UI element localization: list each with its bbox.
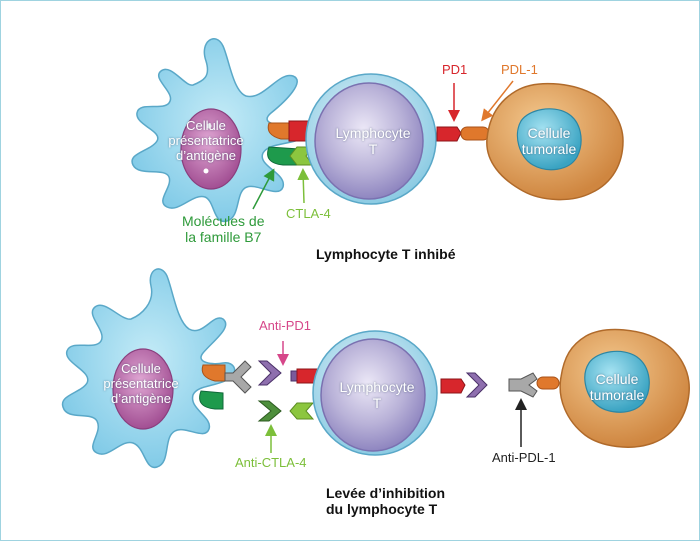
bottom-title-line1: Levée d’inhibition <box>326 485 446 501</box>
bottom-title-line2: du lymphocyte T <box>326 501 438 518</box>
bottom-arrows <box>265 341 527 453</box>
top-apc-label-line3: d’antigène <box>176 147 236 163</box>
top-lymphocyte-label: Lymphocyte T <box>336 125 411 157</box>
top-title: Lymphocyte T inhibé <box>316 246 456 262</box>
bottom-antigen-presenting-cell <box>61 268 236 469</box>
anti-pdl1-label: Anti-PDL-1 <box>492 450 556 465</box>
antibody-near-apc <box>224 360 252 394</box>
bottom-apc-label-line3: d’antigène <box>111 390 171 406</box>
top-apc-label-line2: présentatrice <box>168 132 244 148</box>
bottom-b7-receptors <box>199 364 226 410</box>
anti-pd1-label: Anti-PD1 <box>259 318 312 333</box>
b7-label-line2: la famille B7 <box>185 229 262 246</box>
pdl1-label: PDL-1 <box>501 62 538 77</box>
bottom-pd1-antibodies <box>440 372 560 398</box>
bottom-tumor-label: Cellule tumorale <box>590 371 644 403</box>
top-lymphocyte <box>288 73 437 205</box>
bottom-lymphocyte-label-line1: Lymphocyte <box>339 379 415 395</box>
bottom-apc-label-line1: Cellule <box>121 361 161 376</box>
b7-label: Molécules de la famille B7 <box>182 213 265 245</box>
top-pd1-pdl1 <box>436 126 490 142</box>
top-lymphocyte-label-line1: Lymphocyte <box>335 125 411 141</box>
bottom-lymphocyte-label: Lymphocyte T <box>340 379 415 411</box>
top-lymphocyte-label-line2: T <box>368 141 378 158</box>
top-tumor-label-line2: tumorale <box>521 141 577 158</box>
bottom-title: Levée d’inhibition du lymphocyte T <box>326 485 445 517</box>
anti-ctla4-label: Anti-CTLA-4 <box>235 455 307 470</box>
bottom-tumor-label-line1: Cellule <box>595 371 639 387</box>
pd1-label: PD1 <box>442 62 468 77</box>
bottom-lymphocyte <box>257 330 438 456</box>
top-apc-label: Cellule présentatrice d’antigène <box>168 118 244 164</box>
b7-label-line1: Molécules de <box>182 213 265 229</box>
top-tumor-label: Cellule tumorale <box>522 125 576 157</box>
bottom-apc-label: Cellule présentatrice d’antigène <box>103 361 179 407</box>
bottom-tumor-label-line2: tumorale <box>589 387 645 404</box>
top-arrows <box>252 80 514 210</box>
top-tumor-cell <box>486 82 624 201</box>
bottom-lymphocyte-label-line2: T <box>372 395 382 412</box>
ctla4-label: CTLA-4 <box>286 206 331 221</box>
top-apc-label-line1: Cellule <box>186 118 226 133</box>
top-tumor-label-line1: Cellule <box>527 125 571 141</box>
bottom-apc-label-line2: présentatrice <box>103 375 179 391</box>
bottom-tumor-cell <box>559 328 690 448</box>
